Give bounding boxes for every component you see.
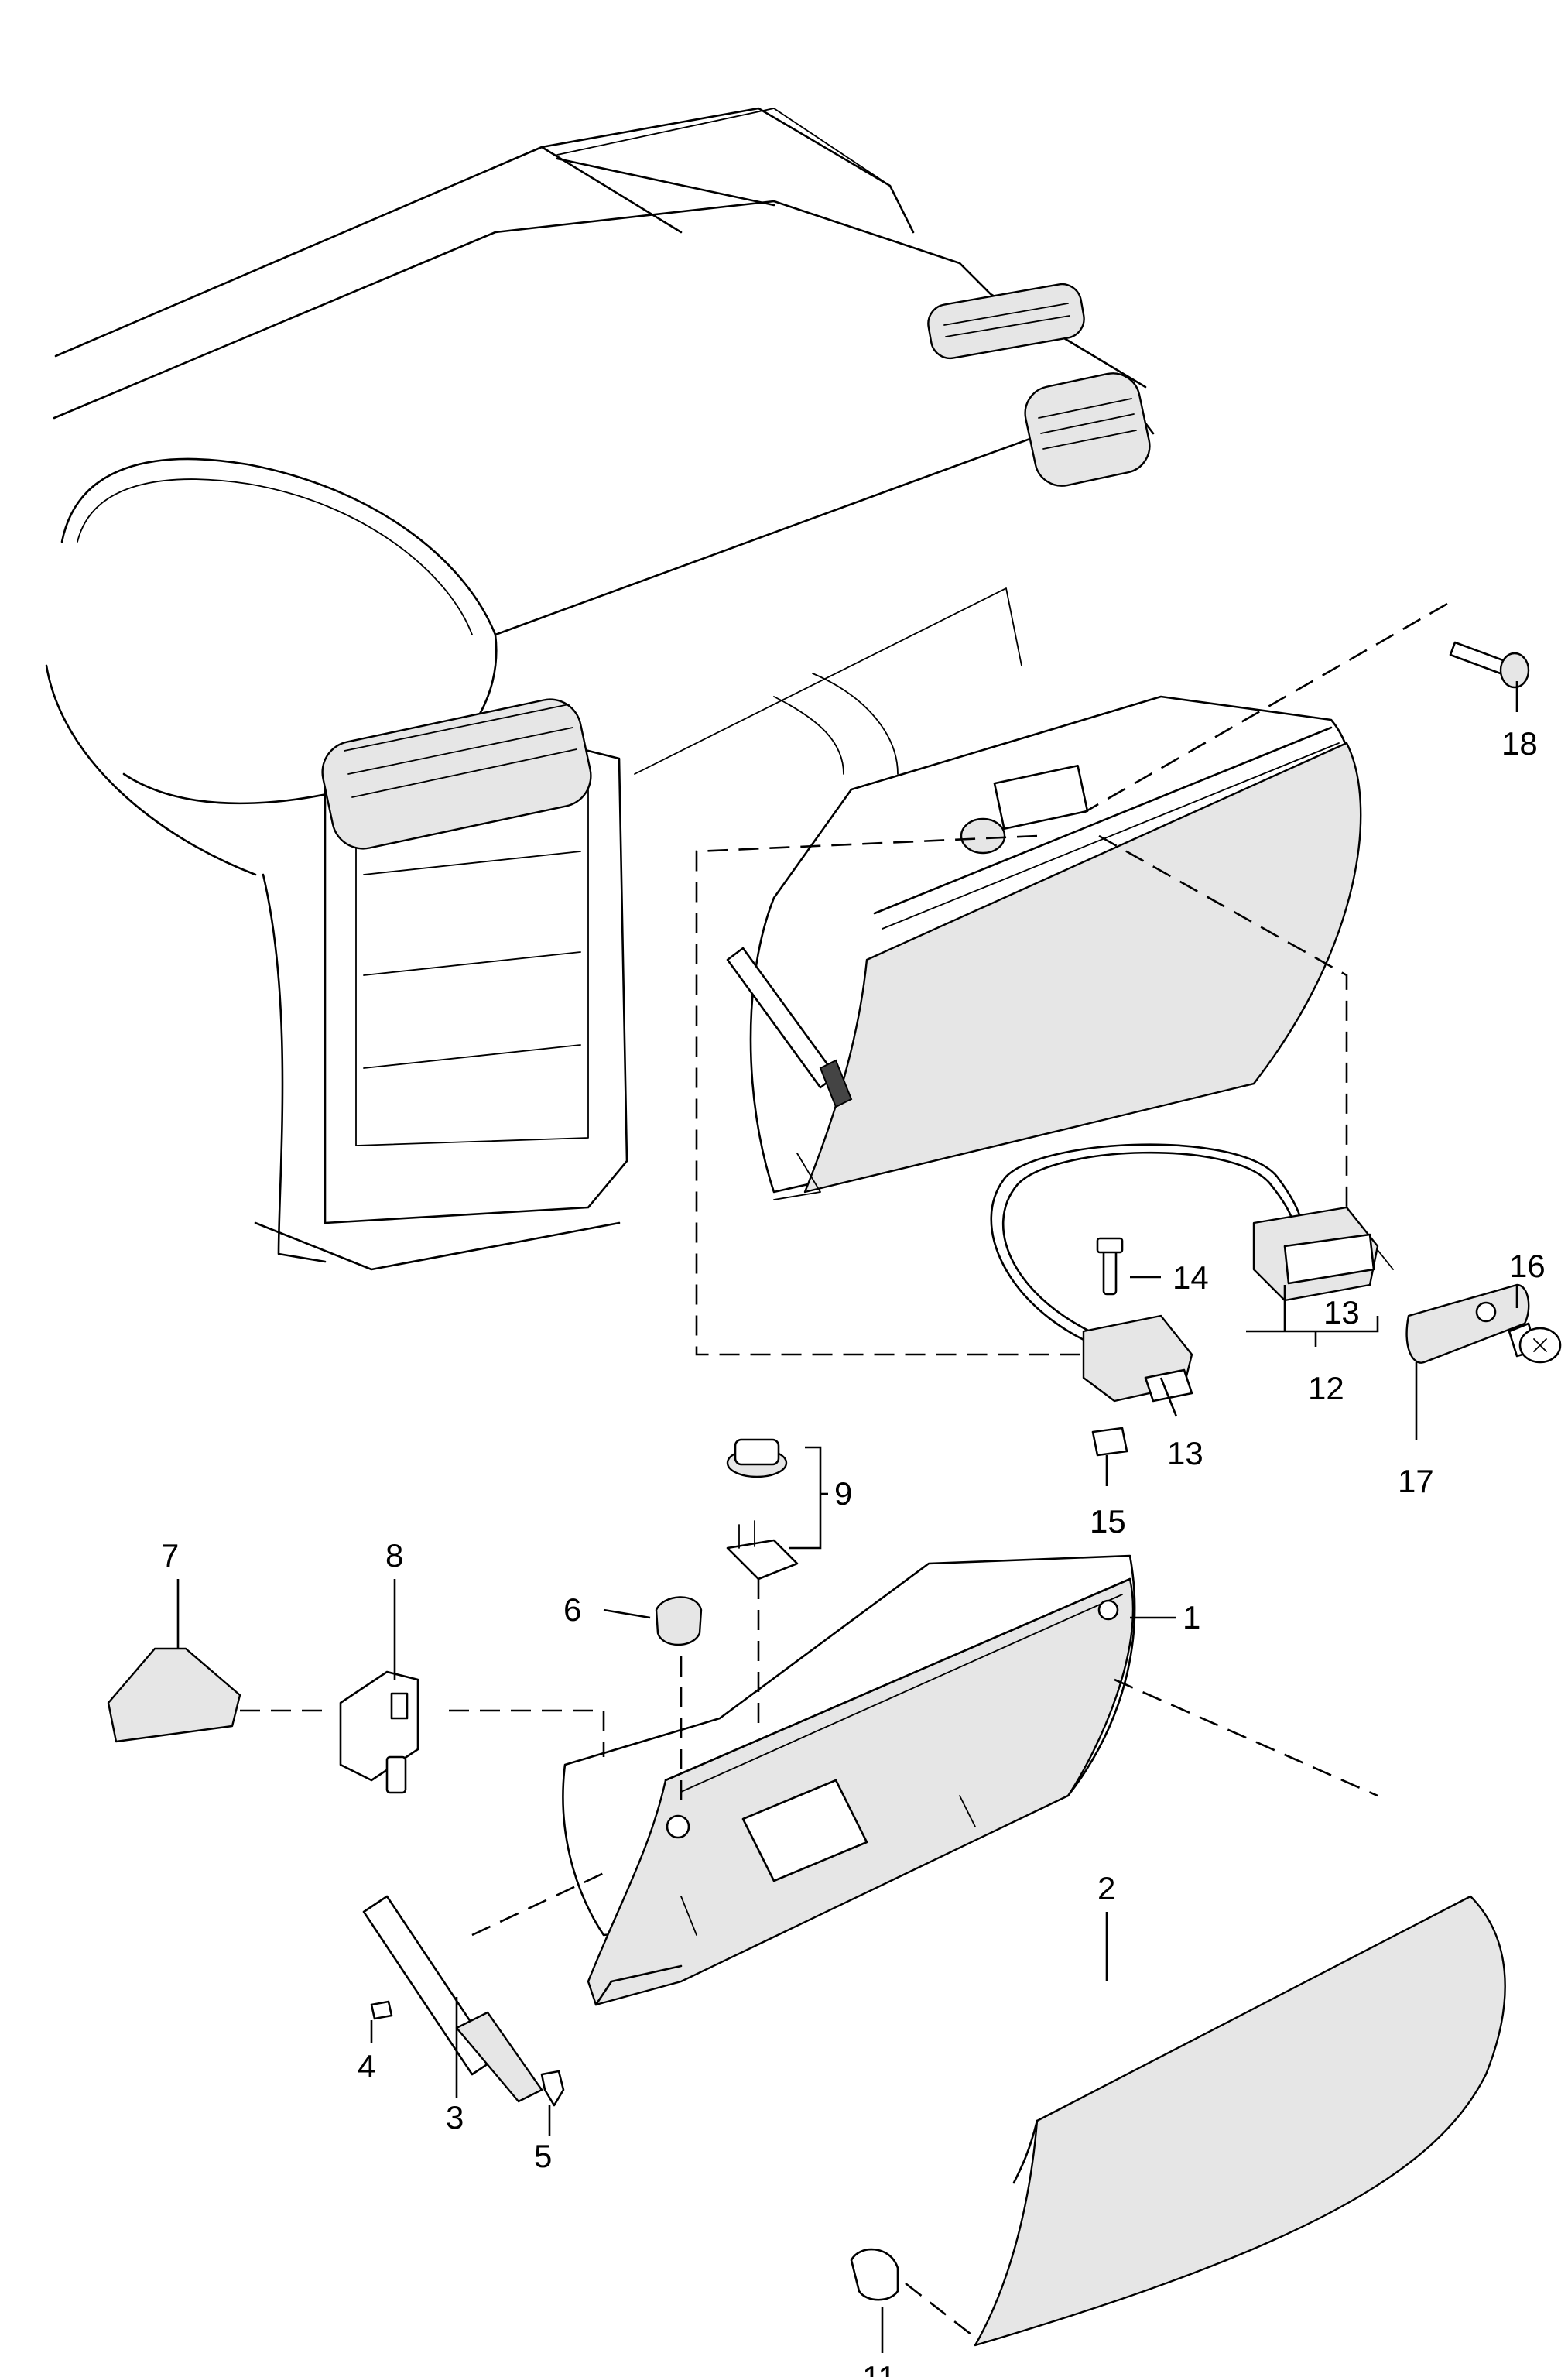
callout-2: 2: [1097, 1870, 1115, 1906]
release-cable-assembly: [990, 641, 1562, 1457]
callout-11: 11: [862, 2359, 896, 2377]
leader-dashed-to-handle: [1098, 834, 1348, 1269]
push-rivet-16-icon: [1508, 1322, 1562, 1364]
callout-13-upper: 13: [1323, 1294, 1360, 1331]
trim-cover-17-icon: [1405, 1283, 1530, 1364]
callout-16: 16: [1509, 1248, 1546, 1284]
callout-labels: 18 14 16 13 12 13 17 15 9 7 8 6 1 2 4 3 …: [161, 725, 1546, 2377]
glove-box-assembled-view: [726, 695, 1362, 1200]
screw-14-icon: [1102, 1246, 1118, 1296]
callout-6: 6: [563, 1591, 581, 1628]
dashboard-assembly: [45, 107, 1155, 1271]
callout-8: 8: [385, 1537, 403, 1574]
buffer-9-icon: [726, 1438, 799, 1581]
callout-4: 4: [358, 2048, 375, 2084]
callout-3: 3: [446, 2099, 464, 2136]
leader-dashed-box: [695, 602, 1448, 1356]
glove-box-housing-1: [562, 1554, 1136, 2006]
sensor-8-icon: [339, 1670, 419, 1794]
glove-box-lid-2: [974, 1895, 1506, 2347]
callout-9: 9: [834, 1475, 852, 1512]
clip-nut-15-icon: [1091, 1427, 1128, 1457]
bracket-7-icon: [107, 1647, 241, 1743]
callout-14: 14: [1173, 1259, 1209, 1296]
callout-5: 5: [534, 2138, 552, 2174]
callout-15: 15: [1090, 1503, 1126, 1540]
callout-13-lower: 13: [1167, 1435, 1203, 1471]
clip-11-icon: [850, 2248, 899, 2301]
clip-4-icon: [370, 2000, 393, 2020]
callout-17: 17: [1398, 1463, 1434, 1499]
damper-3-icon: [362, 1895, 543, 2103]
callout-7: 7: [161, 1537, 179, 1574]
bumper-6-icon: [655, 1596, 703, 1646]
screw-18-icon: [1449, 641, 1530, 689]
callout-12: 12: [1308, 1370, 1344, 1406]
callout-18: 18: [1501, 725, 1538, 762]
callout-1: 1: [1183, 1599, 1200, 1635]
push-rivet-5-icon: [540, 2070, 565, 2107]
callout-leaders: [176, 681, 1518, 2353]
